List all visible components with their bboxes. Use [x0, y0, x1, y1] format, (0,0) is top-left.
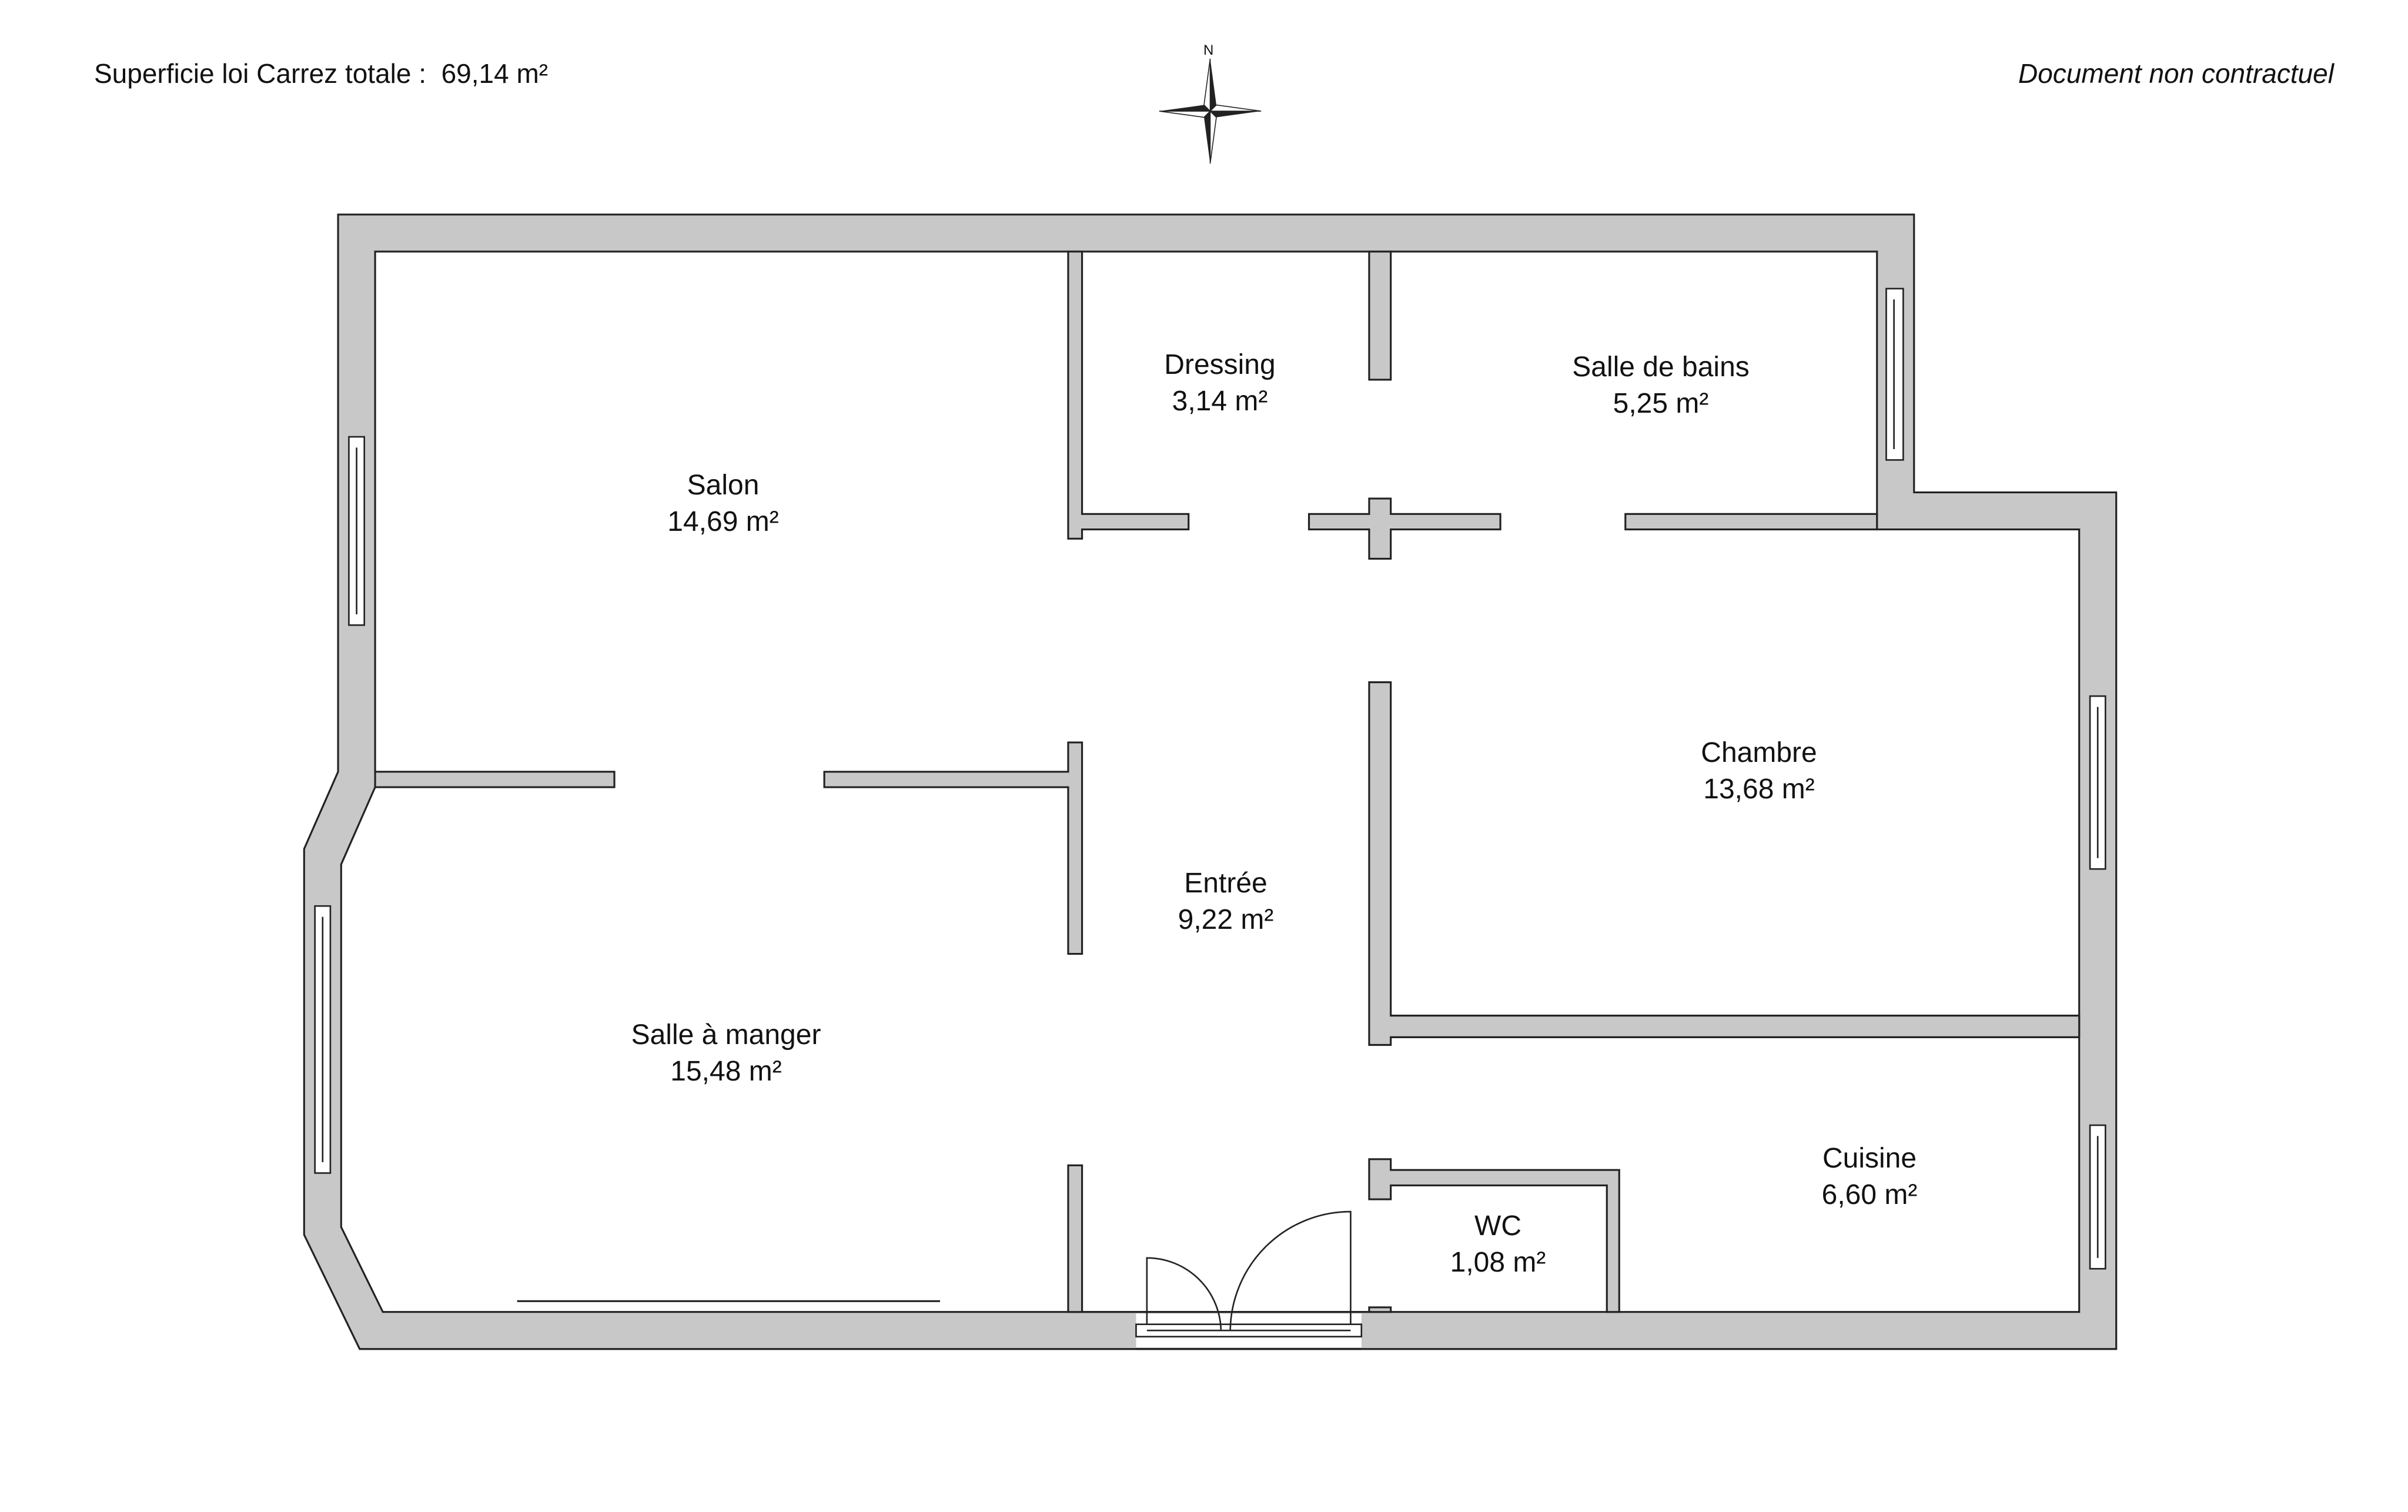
room-salle-a-manger: Salle à manger 15,48 m² [631, 1017, 821, 1090]
total-area-label: Superficie loi Carrez totale : [94, 58, 427, 89]
entry-wall [1067, 1164, 1083, 1313]
bath-bottom-wall [1624, 513, 1878, 531]
room-name: Salon [687, 470, 760, 501]
wc-wall-foot [1368, 1306, 1392, 1313]
salon-wall-right [823, 741, 1083, 955]
room-name: Salle à manger [631, 1019, 821, 1051]
room-wc: WC 1,08 m² [1450, 1208, 1546, 1281]
room-salle-de-bains: Salle de bains 5,25 m² [1572, 349, 1750, 422]
room-area: 1,08 m² [1450, 1247, 1546, 1278]
total-area: Superficie loi Carrez totale : 69,14 m² [94, 58, 548, 89]
chambre-wall [1368, 681, 2081, 1046]
room-name: Dressing [1164, 349, 1276, 380]
room-entree: Entrée 9,22 m² [1178, 865, 1274, 938]
cross-wall [1307, 497, 1501, 560]
salon-wall-left [374, 771, 616, 788]
room-name: Cuisine [1822, 1143, 1917, 1174]
room-cuisine: Cuisine 6,60 m² [1822, 1140, 1918, 1213]
window-bath [1885, 287, 1904, 461]
room-name: Chambre [1701, 737, 1817, 768]
disclaimer: Document non contractuel [2018, 58, 2334, 89]
room-name: Entrée [1184, 868, 1267, 899]
room-area: 5,25 m² [1613, 388, 1709, 419]
dressing-left-wall [1067, 250, 1190, 540]
room-dressing: Dressing 3,14 m² [1164, 347, 1275, 420]
entry-door-swing [1146, 1210, 1352, 1331]
room-area: 15,48 m² [670, 1056, 782, 1087]
room-chambre: Chambre 13,68 m² [1701, 735, 1817, 808]
room-area: 9,22 m² [1178, 904, 1274, 935]
total-area-value: 69,14 m² [441, 58, 549, 89]
room-area: 14,69 m² [667, 506, 779, 537]
room-area: 13,68 m² [1703, 774, 1815, 805]
room-area: 6,60 m² [1821, 1179, 1918, 1210]
wc-wall [1368, 1158, 1620, 1313]
room-name: Salle de bains [1572, 352, 1750, 383]
dressing-bath-wall [1368, 250, 1392, 381]
room-salon: Salon 14,69 m² [667, 467, 778, 540]
compass-north-label: N [1203, 42, 1214, 58]
room-name: WC [1474, 1210, 1521, 1242]
room-area: 3,14 m² [1172, 386, 1268, 417]
compass-rose-icon [1159, 58, 1262, 164]
